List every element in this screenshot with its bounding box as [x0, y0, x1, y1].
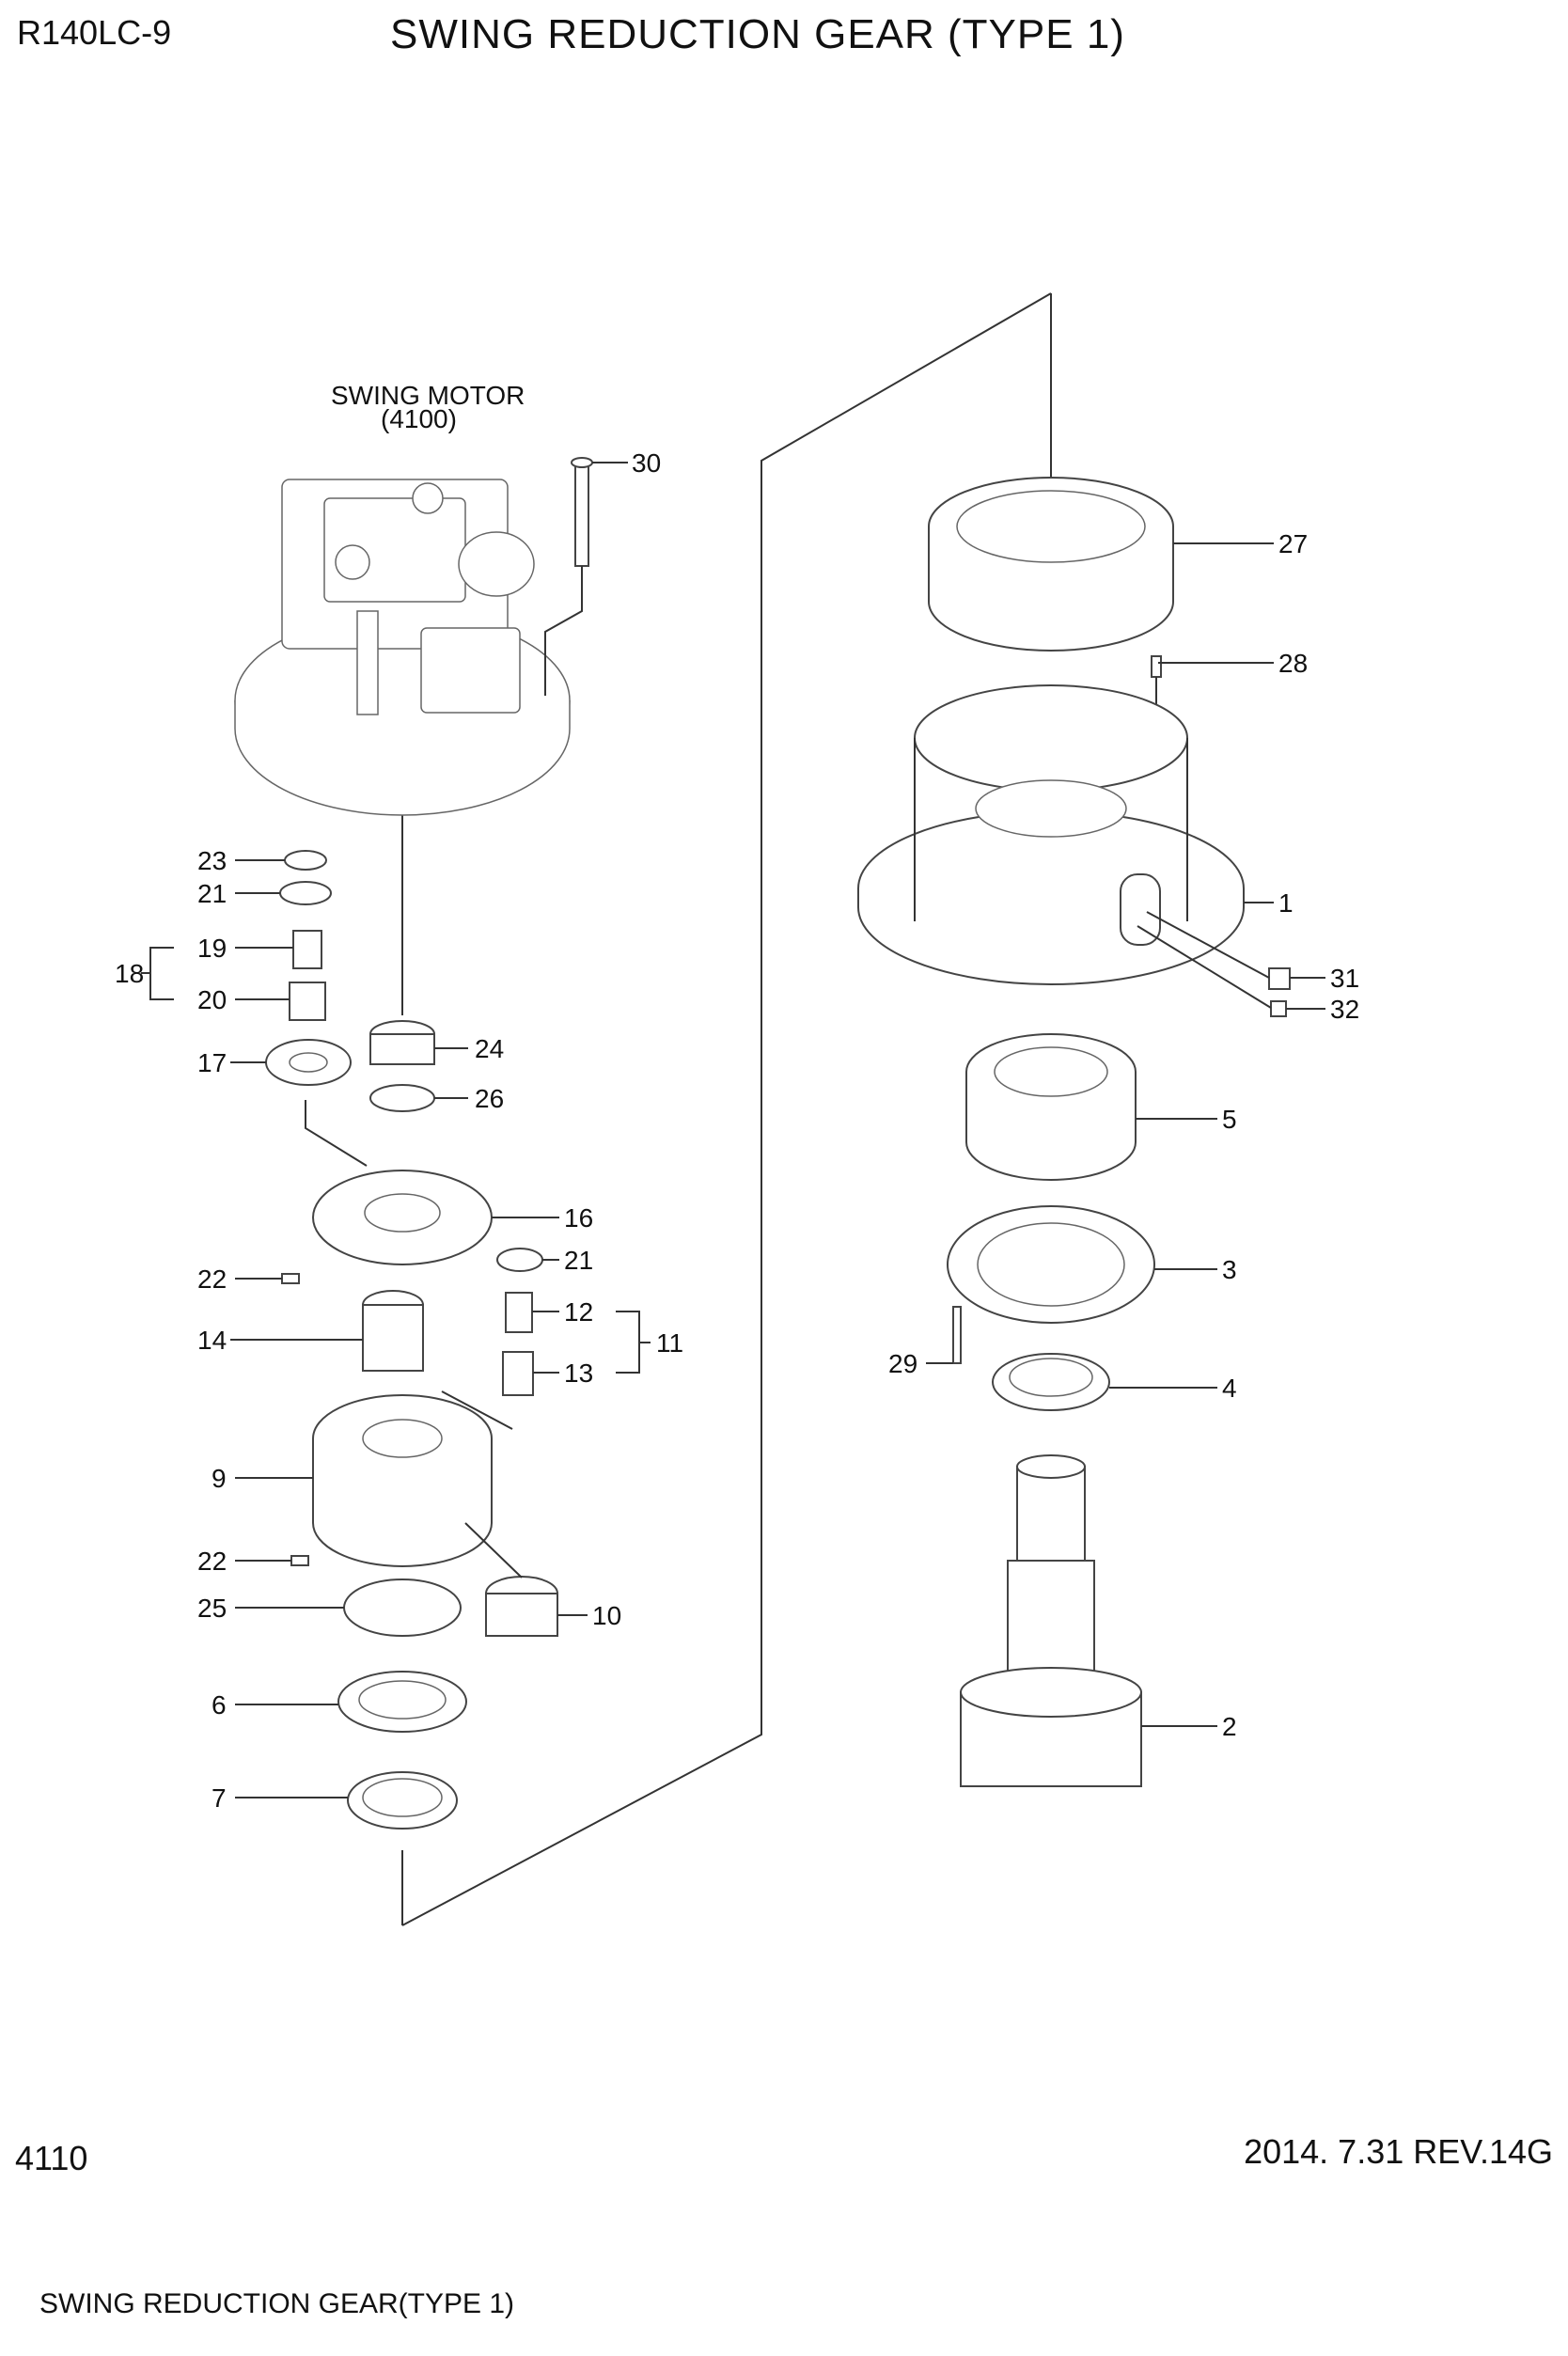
part-12-bushing [505, 1292, 533, 1333]
callout-16: 16 [564, 1203, 593, 1233]
callout-21-mid: 21 [564, 1246, 593, 1275]
callout-1: 1 [1278, 888, 1294, 918]
callout-20: 20 [197, 985, 227, 1014]
swing-motor: SWING MOTOR (4100) [234, 381, 571, 816]
part-24-pinion-gear [369, 1020, 435, 1065]
callout-3: 3 [1222, 1255, 1237, 1284]
callout-17: 17 [197, 1048, 227, 1077]
part-10-planet-gear [485, 1576, 558, 1637]
callout-7: 7 [212, 1783, 227, 1813]
part-23-snap-ring [284, 850, 327, 871]
leader-lines [141, 462, 1325, 1798]
callout-32: 32 [1330, 995, 1359, 1024]
callout-29: 29 [888, 1349, 917, 1378]
part-3-cover [947, 1205, 1155, 1324]
part-16-carrier [312, 1170, 493, 1265]
revision-date: 2014. 7.31 REV.14G [1244, 2132, 1553, 2171]
callout-18: 18 [115, 959, 144, 988]
part-2-drive-shaft [960, 1454, 1142, 1787]
part-20-bushing [289, 982, 326, 1021]
callout-22-bottom: 22 [197, 1547, 227, 1576]
part-5-bearing [965, 1033, 1137, 1181]
page-header: R140LC-9 SWING REDUCTION GEAR (TYPE 1) [0, 0, 1568, 85]
part-31-plug [1268, 967, 1291, 990]
callout-labels: 30 27 28 1 31 32 5 3 29 4 2 23 21 18 19 … [115, 448, 1359, 1813]
part-21-washer-b [496, 1248, 543, 1272]
part-19-bushing [292, 930, 322, 969]
callout-19: 19 [197, 934, 227, 963]
callout-27: 27 [1278, 529, 1308, 558]
part-6-bearing [337, 1671, 467, 1733]
callout-25: 25 [197, 1594, 227, 1623]
callout-4: 4 [1222, 1374, 1237, 1403]
part-4-seal [992, 1353, 1110, 1411]
part-27-ring-gear [928, 477, 1174, 652]
part-13-bushing [502, 1351, 534, 1396]
part-29-bolt [952, 1306, 962, 1364]
callout-11: 11 [656, 1328, 683, 1358]
part-1-housing [857, 684, 1245, 985]
callout-10: 10 [592, 1601, 621, 1630]
part-17-planet-gear [265, 1039, 352, 1086]
part-9-carrier [312, 1394, 493, 1567]
callout-31: 31 [1330, 964, 1359, 993]
callout-2: 2 [1222, 1712, 1237, 1741]
part-25-thrust-plate [343, 1579, 462, 1637]
callout-26: 26 [475, 1084, 504, 1113]
page-number: 4110 [15, 2139, 88, 2177]
part-22-pin-a [281, 1273, 300, 1284]
callout-22-top: 22 [197, 1264, 227, 1294]
part-26-thrust-washer [369, 1084, 435, 1112]
callout-6: 6 [212, 1690, 227, 1720]
callout-14: 14 [197, 1326, 227, 1355]
swing-motor-label: SWING MOTOR [331, 381, 525, 410]
part-32-plug [1270, 1000, 1287, 1017]
callout-12: 12 [564, 1297, 593, 1327]
callout-21-top: 21 [197, 879, 227, 908]
callout-13: 13 [564, 1359, 593, 1388]
callout-23: 23 [197, 846, 227, 875]
callout-9: 9 [212, 1464, 227, 1493]
swing-motor-ref: (4100) [381, 404, 457, 433]
model-number: R140LC-9 [17, 13, 172, 52]
part-14-sun-gear [362, 1290, 424, 1372]
figure-caption: SWING REDUCTION GEAR(TYPE 1) [39, 2288, 515, 2319]
part-21-washer [279, 881, 332, 905]
part-30-bolt [544, 457, 593, 696]
callout-30: 30 [632, 448, 661, 478]
part-22-pin-b [290, 1555, 309, 1566]
part-28-pin [1151, 655, 1162, 678]
callout-24: 24 [475, 1034, 504, 1063]
callout-5: 5 [1222, 1105, 1237, 1134]
part-7-ring [347, 1771, 458, 1830]
assembly-boundary-line [401, 292, 1052, 1926]
callout-28: 28 [1278, 649, 1308, 678]
page-title: SWING REDUCTION GEAR (TYPE 1) [390, 11, 1125, 57]
